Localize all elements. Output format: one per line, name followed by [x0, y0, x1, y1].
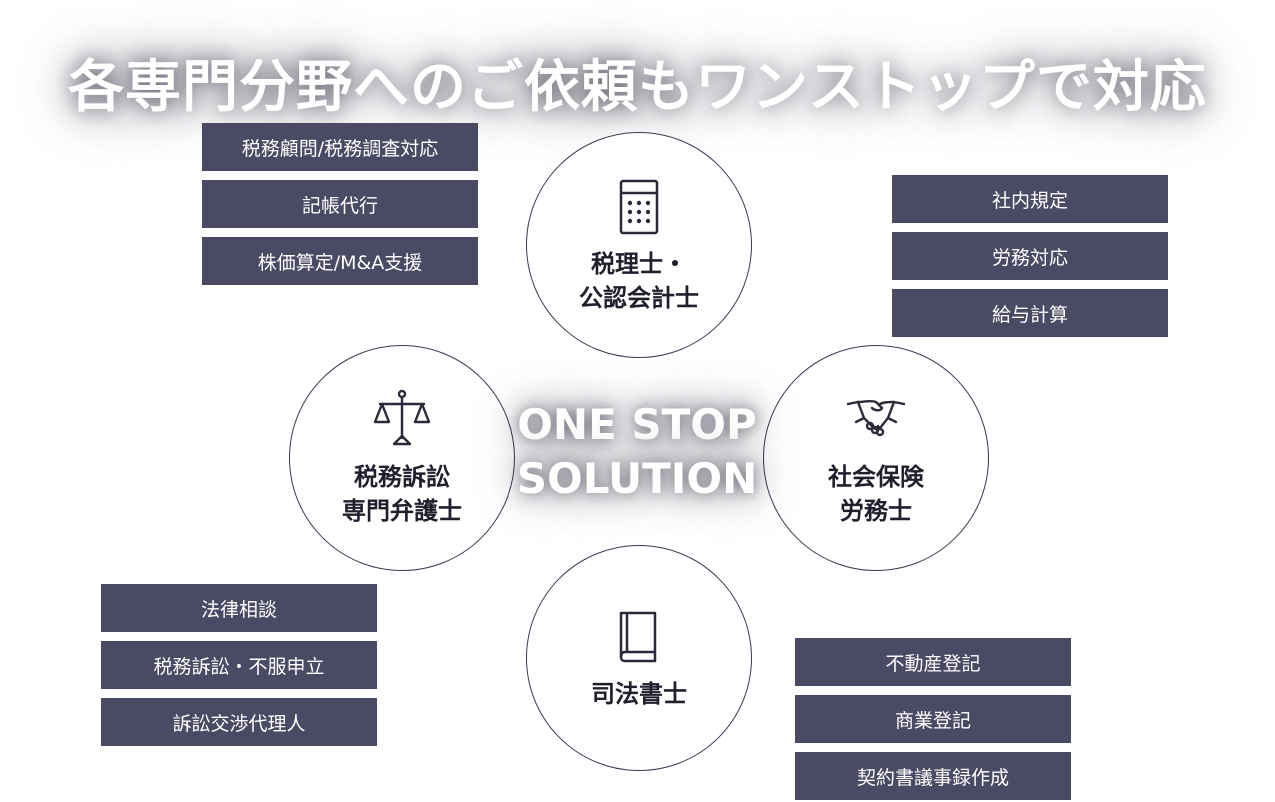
page-title: 各専門分野へのご依頼もワンストップで対応 [68, 55, 1207, 120]
book-icon [619, 611, 657, 663]
circle-label-tax-accountant: 税理士・ 公認会計士 [579, 250, 699, 312]
tag-tax-1: 税務顧問/税務調査対応 [202, 123, 478, 171]
tag-lawyer-3: 訴訟交渉代理人 [101, 698, 377, 746]
tag-labor-2: 労務対応 [892, 232, 1168, 280]
circle-judicial-scrivener: 司法書士 [526, 545, 752, 771]
calculator-icon [619, 179, 659, 235]
circle-labor-consultant: 社会保険 労務士 [763, 345, 989, 571]
circle-tax-lawyer: 税務訴訟 専門弁護士 [289, 345, 515, 571]
center-line-1: ONE STOP [517, 400, 757, 449]
tag-lawyer-1: 法律相談 [101, 584, 377, 632]
tag-labor-3: 給与計算 [892, 289, 1168, 337]
center-line-2: SOLUTION [516, 454, 758, 503]
handshake-icon [846, 399, 906, 437]
circle-label-tax-lawyer: 税務訴訟 専門弁護士 [342, 463, 462, 525]
tag-lawyer-2: 税務訴訟・不服申立 [101, 641, 377, 689]
circle-label-judicial-scrivener: 司法書士 [591, 680, 687, 708]
circle-label-labor-consultant: 社会保険 労務士 [828, 463, 924, 525]
tag-judicial-3: 契約書議事録作成 [795, 752, 1071, 800]
one-stop-solution-text: ONE STOP SOLUTION [512, 398, 762, 506]
tag-labor-1: 社内規定 [892, 175, 1168, 223]
tag-tax-2: 記帳代行 [202, 180, 478, 228]
scales-icon [373, 389, 431, 446]
circle-tax-accountant: 税理士・ 公認会計士 [526, 132, 752, 358]
tag-judicial-2: 商業登記 [795, 695, 1071, 743]
tag-judicial-1: 不動産登記 [795, 638, 1071, 686]
tag-tax-3: 株価算定/M&A支援 [202, 237, 478, 285]
